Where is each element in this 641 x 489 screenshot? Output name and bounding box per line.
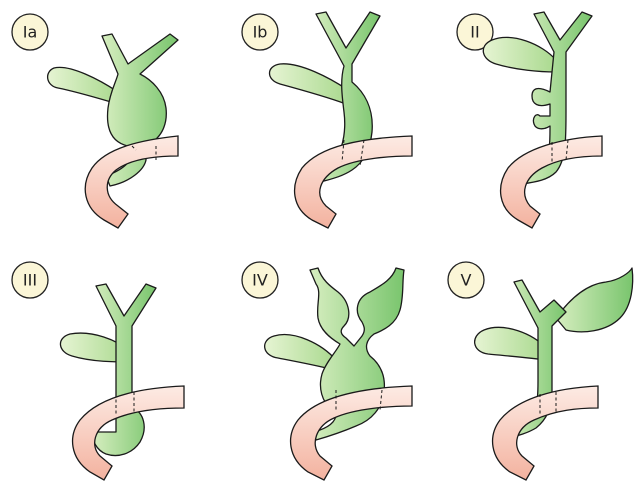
duodenum	[295, 136, 412, 228]
panel-badge: Ib	[242, 14, 278, 50]
panel-type-iv: IV	[242, 262, 412, 480]
intrahepatic-cyst	[556, 268, 633, 332]
duodenum	[291, 386, 412, 480]
panel-type-ib: Ib	[242, 12, 412, 228]
panel-label: Ia	[23, 23, 38, 42]
duodenum	[493, 386, 598, 480]
panel-label: V	[461, 271, 472, 290]
bile-duct-choledochocele	[92, 284, 156, 456]
panel-badge: IV	[242, 262, 278, 298]
panel-label: II	[470, 23, 479, 42]
panel-badge: V	[448, 262, 484, 298]
gallbladder	[48, 67, 118, 104]
panel-badge: III	[12, 262, 48, 298]
duodenum	[85, 136, 178, 228]
gallbladder	[483, 37, 556, 72]
gallbladder	[265, 335, 336, 370]
panel-type-v: V	[448, 262, 633, 480]
panel-type-iii: III	[12, 262, 184, 480]
panel-type-ii: II	[457, 12, 602, 228]
gallbladder	[270, 64, 349, 104]
panel-badge: Ia	[12, 14, 48, 50]
panel-type-ia: Ia	[12, 14, 178, 228]
panel-label: III	[23, 271, 37, 290]
duodenum	[501, 136, 602, 228]
panel-label: Ib	[253, 23, 268, 42]
panel-label: IV	[252, 271, 268, 290]
gallbladder	[475, 327, 546, 360]
